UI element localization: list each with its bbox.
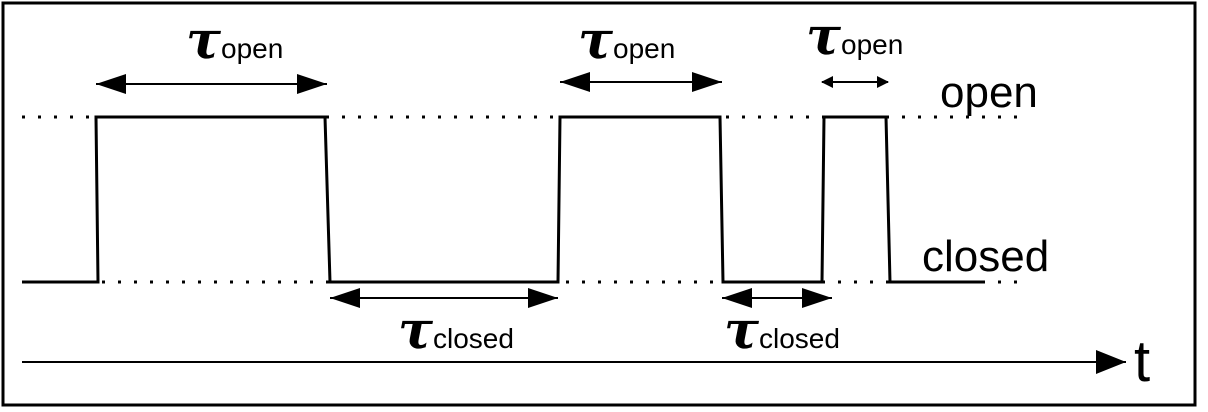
open-state-label: open [940, 68, 1038, 117]
closed-state-label: closed [922, 232, 1049, 281]
diagram-frame [1, 1, 1197, 407]
tau-open-label-1: τopen [186, 10, 283, 71]
tau-open-label-3: τopen [806, 6, 903, 67]
channel-state-trace [22, 115, 985, 284]
tau-closed-label-2: τclosed [724, 300, 840, 361]
time-axis-label: t [1134, 329, 1150, 394]
tau-closed-label-1: τclosed [398, 300, 514, 361]
tau-open-label-2: τopen [578, 10, 675, 71]
